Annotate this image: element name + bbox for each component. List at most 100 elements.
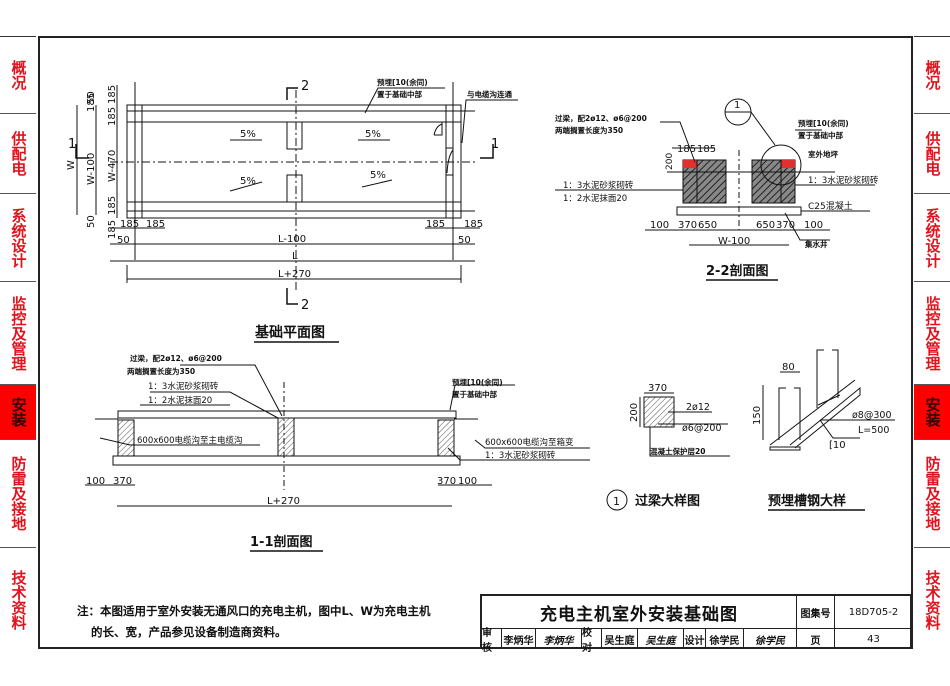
plan-view-title: 基础平面图 xyxy=(255,324,325,341)
reviewer-name: 李炳华 xyxy=(502,629,536,649)
beam-section xyxy=(277,417,295,457)
side-tab-monitoring[interactable]: 监控及管理 xyxy=(914,282,950,385)
beam-note: 两端搁置长度为350 xyxy=(555,125,623,135)
side-tab-lightning[interactable]: 防雷及接地 xyxy=(914,440,950,548)
atlas-number: 18D705-2 xyxy=(848,606,899,618)
dim-label: 100 xyxy=(650,220,669,231)
trench-callout-text: 与电缆沟连通 xyxy=(467,89,512,99)
side-tab-system-design[interactable]: 系统设计 xyxy=(0,194,36,282)
dim-label: 80 xyxy=(782,362,795,373)
side-tab-system-design[interactable]: 系统设计 xyxy=(914,194,950,282)
slope-label: 5% xyxy=(370,170,386,181)
sump-label: 集水井 xyxy=(804,239,828,249)
dim-label: 185 xyxy=(697,144,716,155)
section-1-1-title: 1-1剖面图 xyxy=(250,534,313,550)
channel-note: 预埋[10(余同) xyxy=(798,118,849,128)
beam-left-red xyxy=(683,160,697,168)
dim-label: 200 xyxy=(629,403,640,422)
length-label: L=500 xyxy=(858,425,889,436)
checker-name: 吴生庭 xyxy=(602,629,638,649)
beam-right-red xyxy=(781,160,795,168)
reviewer-signature: 李炳华 xyxy=(536,629,582,649)
page-label: 页 xyxy=(797,629,835,649)
section-mark-label: 2 xyxy=(301,79,309,94)
side-tab-installation[interactable]: 安装 xyxy=(0,385,36,440)
dim-label: 370 xyxy=(113,476,132,487)
section-2-2 xyxy=(555,98,875,246)
cover-label: 混凝土保护层20 xyxy=(650,446,705,456)
slope-label: 5% xyxy=(240,176,256,187)
side-tab-power-supply[interactable]: 供配电 xyxy=(914,114,950,194)
beam-note: 两端搁置长度为350 xyxy=(127,366,195,376)
section-2-2-title: 2-2剖面图 xyxy=(706,263,769,279)
slope-label: 5% xyxy=(365,129,381,140)
top-slab xyxy=(117,410,457,419)
side-tab-installation[interactable]: 安装 xyxy=(914,385,950,440)
dim-label: 185 xyxy=(677,144,696,155)
channel-note: 置于基础中部 xyxy=(798,130,843,140)
mortar-label: 1：3水泥砂浆砌砖 xyxy=(808,175,879,186)
wall-right xyxy=(437,419,455,457)
dim-label: 370 xyxy=(776,220,795,231)
dim-label: 650 xyxy=(756,220,775,231)
mortar-label: 1：3水泥砂浆砌砖 xyxy=(485,450,556,461)
beam-detail-title: 过梁大样图 xyxy=(635,493,700,509)
mortar-label: 1：3水泥砂浆砌砖 xyxy=(563,180,634,191)
trench-callout-leader xyxy=(461,99,518,144)
dim-label: 50 xyxy=(117,235,130,246)
dim-label: L xyxy=(292,251,298,262)
section-1-1 xyxy=(85,364,590,507)
slope-label: 5% xyxy=(240,129,256,140)
side-tab-monitoring[interactable]: 监控及管理 xyxy=(0,282,36,385)
side-tab-overview[interactable]: 概况 xyxy=(914,37,950,114)
base-slab xyxy=(112,455,461,466)
side-nav-left: 概况 供配电 系统设计 监控及管理 安装 防雷及接地 技术资料 xyxy=(0,36,36,651)
dim-label: 200 xyxy=(665,153,675,170)
checker-signature: 吴生庭 xyxy=(638,629,684,649)
beam-note: 过梁，配2ø12、ø6@200 xyxy=(555,113,647,123)
section-mark-label: 1 xyxy=(68,137,76,152)
dim-label: 50 xyxy=(86,215,97,228)
drawing-title: 充电主机室外安装基础图 xyxy=(482,596,797,628)
beam-note: 过梁，配2ø12、ø6@200 xyxy=(130,353,222,363)
beam-detail xyxy=(606,392,730,511)
dim-label: 100 xyxy=(804,220,823,231)
side-tab-overview[interactable]: 概况 xyxy=(0,37,36,114)
drawing-note: 注：本图适用于室外安装无通风口的充电主机，图中L、W为充电主机 的长、宽，产品参… xyxy=(77,601,431,643)
channel-callout-leader xyxy=(364,87,445,114)
section-mark-label: 1 xyxy=(491,137,499,152)
channel-note: 置于基础中部 xyxy=(452,389,497,399)
side-tab-power-supply[interactable]: 供配电 xyxy=(0,114,36,194)
drawing-frame xyxy=(38,36,913,649)
dim-label: 370 xyxy=(678,220,697,231)
dim-label: W xyxy=(66,160,77,170)
dim-label: 185 xyxy=(107,196,118,215)
note-line: 注：本图适用于室外安装无通风口的充电主机，图中L、W为充电主机 xyxy=(77,604,431,618)
section-mark-2-bottom xyxy=(286,288,298,305)
dim-label: W-100 xyxy=(718,236,750,247)
detail-ref-number: 1 xyxy=(613,495,620,508)
side-tab-lightning[interactable]: 防雷及接地 xyxy=(0,440,36,548)
dim-label: 100 xyxy=(86,476,105,487)
channel-callout-text: 置于基础中部 xyxy=(377,89,422,99)
plan-beam-bottom xyxy=(286,174,303,203)
dim-label: 185 xyxy=(107,85,118,104)
dim-label: 185 xyxy=(146,219,165,230)
channel-callout-text: 预埋[10(余同) xyxy=(377,77,428,87)
section-mark-1-right xyxy=(480,144,494,159)
dim-label: L+270 xyxy=(278,269,311,280)
plan-sump xyxy=(433,122,443,136)
dim-label: 370 xyxy=(437,476,456,487)
detail-callout-circle xyxy=(760,144,802,186)
mortar-label: 1：3水泥砂浆砌砖 xyxy=(148,381,219,392)
atlas-label: 图集号 xyxy=(797,596,835,628)
side-tab-tech-data[interactable]: 技术资料 xyxy=(923,569,942,630)
designer-signature: 徐学民 xyxy=(744,629,797,649)
dim-label: L+270 xyxy=(267,496,300,507)
slope-arrow xyxy=(361,179,393,188)
anchor-label: ø8@300 xyxy=(852,410,892,421)
beam-detail-labels: 370 200 2ø12 ø6@200 混凝土保护层20 1 过梁大样图 xyxy=(613,383,722,509)
dim-label: 370 xyxy=(648,383,667,394)
side-tab-tech-data[interactable]: 技术资料 xyxy=(9,569,28,630)
